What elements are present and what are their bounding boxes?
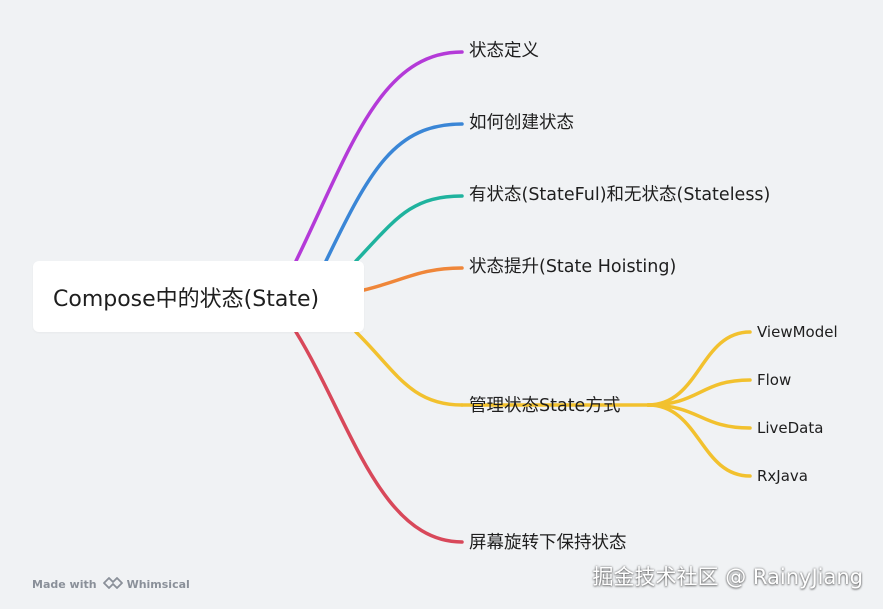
leaf-livedata[interactable]: LiveData xyxy=(757,419,824,437)
branch-state-hoisting[interactable]: 状态提升(State Hoisting) xyxy=(469,257,677,277)
edge-state-definition xyxy=(294,50,464,263)
leaf-flow[interactable]: Flow xyxy=(757,371,792,389)
edge-leaf-viewmodel xyxy=(646,330,752,407)
leaf-rxjava[interactable]: RxJava xyxy=(757,467,808,485)
edge-rotation-state xyxy=(294,330,464,544)
leaf-viewmodel[interactable]: ViewModel xyxy=(757,323,838,341)
edge-leaf-rxjava xyxy=(646,403,752,478)
edge-manage-state xyxy=(354,330,464,407)
whimsical-brand-label: Whimsical xyxy=(126,578,190,591)
root-node[interactable]: Compose中的状态(State) xyxy=(33,261,364,332)
branch-rotation-state[interactable]: 屏幕旋转下保持状态 xyxy=(469,533,627,553)
whimsical-logo-icon xyxy=(102,577,123,592)
edge-create-state xyxy=(324,122,464,263)
branch-state-definition[interactable]: 状态定义 xyxy=(469,41,539,61)
branch-create-state[interactable]: 如何创建状态 xyxy=(469,113,574,133)
branch-stateful-stateless[interactable]: 有状态(StateFul)和无状态(Stateless) xyxy=(469,185,771,205)
edge-state-hoisting xyxy=(362,266,464,292)
made-with-whimsical[interactable]: Made with Whimsical xyxy=(32,577,190,592)
edge-stateful-stateless xyxy=(354,194,464,263)
watermark: 掘金技术社区 @ RainyJiang xyxy=(592,565,863,589)
branch-manage-state[interactable]: 管理状态State方式 xyxy=(469,396,621,416)
root-label: Compose中的状态(State) xyxy=(53,286,320,312)
made-with-label: Made with xyxy=(32,578,97,591)
